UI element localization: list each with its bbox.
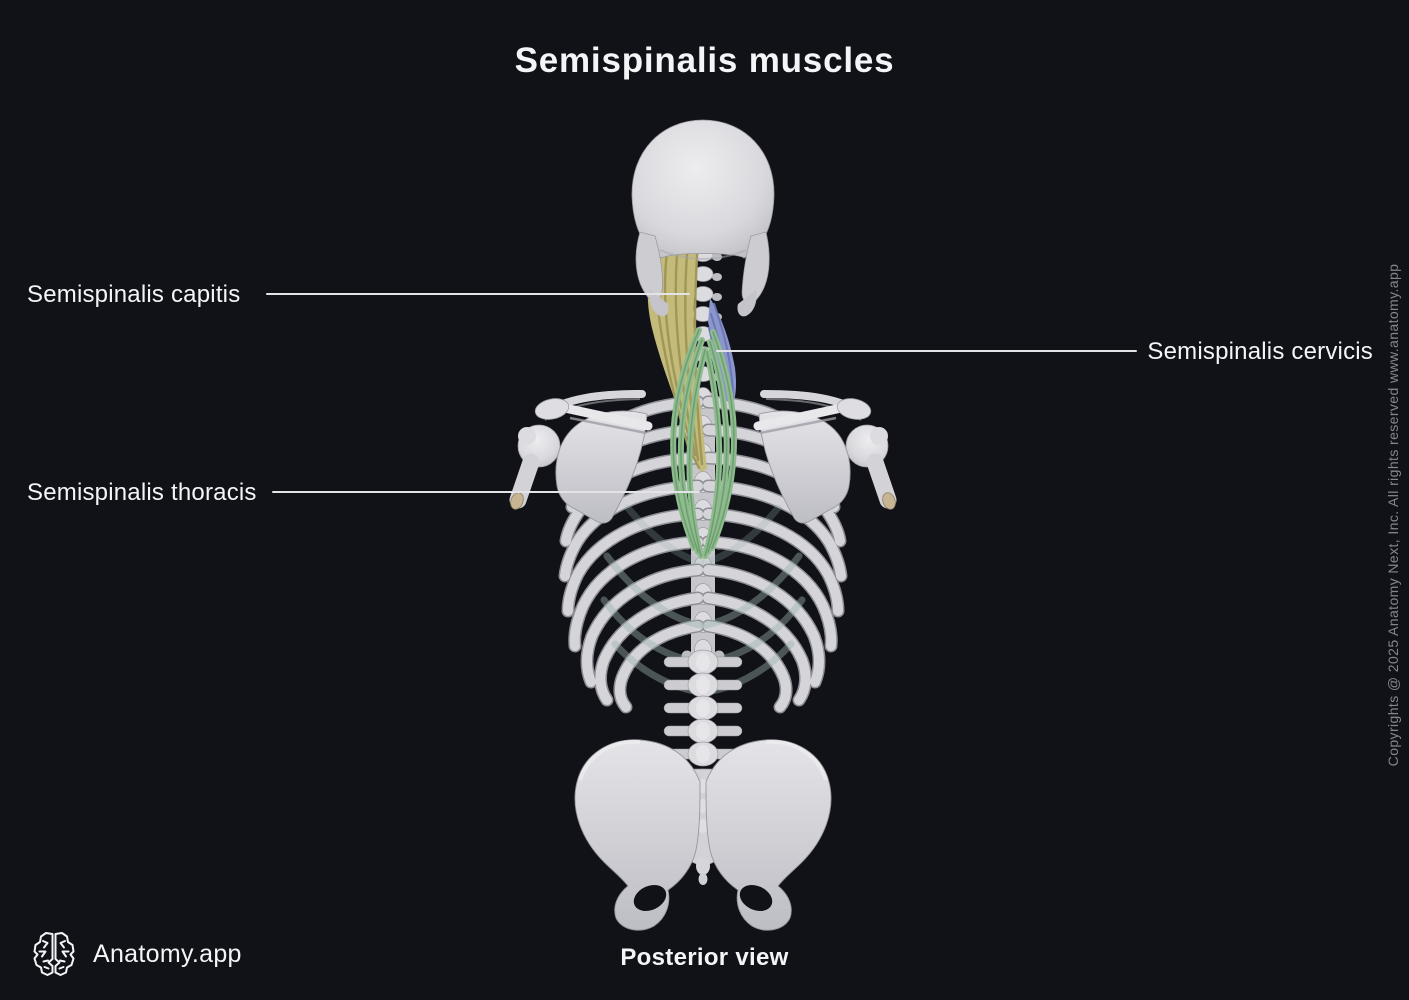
brand-name: Anatomy.app <box>93 939 242 968</box>
skull-group <box>631 119 775 317</box>
leader-line-cervicis <box>716 350 1137 352</box>
label-semispinalis-thoracis: Semispinalis thoracis <box>27 479 257 506</box>
view-caption: Posterior view <box>620 944 789 971</box>
label-semispinalis-cervicis: Semispinalis cervicis <box>1147 338 1373 365</box>
brand-lockup: Anatomy.app <box>31 930 242 978</box>
pelvis-group <box>574 649 833 933</box>
page-title: Semispinalis muscles <box>514 41 895 80</box>
leader-line-thoracis <box>272 491 700 493</box>
leader-line-capitis <box>266 293 690 295</box>
copyright-watermark: Copyrights @ 2025 Anatomy Next, Inc. All… <box>1385 263 1401 767</box>
label-semispinalis-capitis: Semispinalis capitis <box>27 281 241 308</box>
brain-icon <box>33 932 75 976</box>
